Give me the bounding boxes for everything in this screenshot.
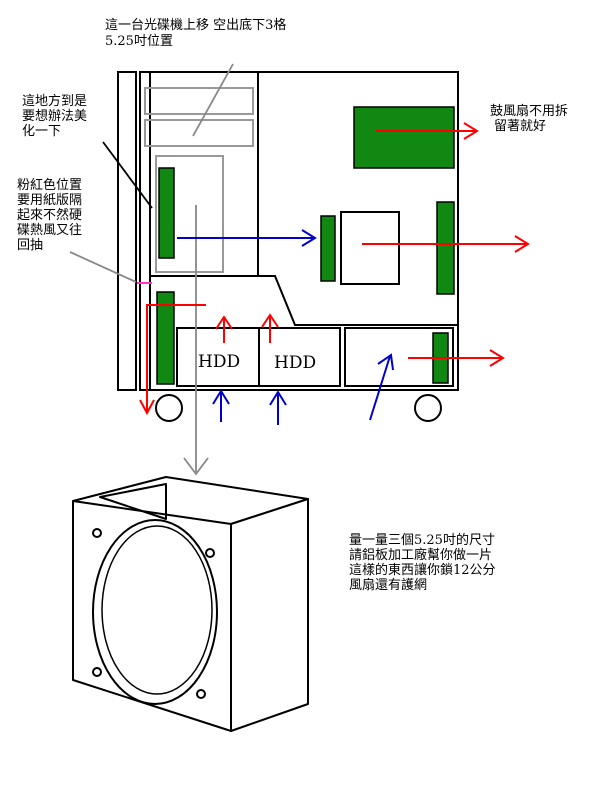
bracket-fan-hole-inner — [101, 525, 213, 695]
red-arrow-hdd-right-up — [261, 313, 279, 343]
note-bottom-right: 量一量三個5.25吋的尺寸 請鋁板加工廠幫你做一片 這樣的東西讓你鎖12公分 風… — [349, 533, 496, 593]
blue-arrow-intake-bottom-bay — [369, 353, 394, 421]
note-right-top-line: 鼓風扇不用拆 — [490, 104, 569, 119]
motherboard-tray-edge — [257, 72, 458, 326]
bracket-fan-hole-outer — [92, 519, 218, 705]
green-components — [156, 106, 455, 385]
note-bottom-right-line: 這樣的東西讓你鎖12公分 — [349, 563, 496, 578]
bracket-screw-hole-top-right — [205, 548, 215, 558]
red-arrow-bottom-out — [408, 349, 505, 367]
pointer-down-arrowhead — [183, 457, 209, 476]
red-arrow-cpu-out — [362, 235, 530, 253]
relocated-optical-drive — [155, 155, 224, 273]
bracket-right-flange — [230, 498, 309, 732]
note-left-mid-line: 碟熱風又往 — [17, 223, 83, 238]
note-left-mid: 粉紅色位置 要用紙版隔 起來不然硬 碟熱風又往 回抽 — [17, 178, 82, 253]
drive-bay-1 — [144, 87, 254, 115]
red-arrow-blower-out — [376, 122, 479, 140]
rear-exhaust-fan — [436, 201, 455, 295]
front-lower-fan — [156, 291, 175, 385]
bracket-screw-hole-top-left — [92, 528, 102, 538]
pointer-lines — [69, 63, 234, 476]
drive-bay-2 — [144, 119, 254, 147]
note-left-top: 這地方到是 要想辦法美 化一下 — [22, 94, 87, 139]
note-left-top-line: 這地方到是 — [22, 94, 88, 109]
note-bottom-right-line: 量一量三個5.25吋的尺寸 — [349, 533, 495, 548]
note-bottom-right-line: 風扇還有護網 — [349, 578, 428, 593]
red-arrow-hdd-left-up — [215, 315, 233, 343]
wheel-left — [155, 394, 183, 422]
airflow-blue-arrows — [177, 229, 394, 425]
blue-arrow-intake-right — [269, 390, 287, 425]
pointer-left-mid-note — [69, 251, 137, 283]
wheel-right — [414, 394, 442, 422]
note-top-line1: 這一台光碟機上移 空出底下3格 — [105, 18, 287, 33]
pointer-top-note — [192, 63, 234, 137]
note-left-top-line: 要想辦法美 — [22, 109, 88, 124]
hdd-label-right: HDD — [274, 353, 316, 373]
hdd-label-left: HDD — [198, 352, 240, 372]
pointer-left-top-note — [102, 141, 153, 209]
blower-fan — [353, 106, 455, 169]
blue-arrow-drive-to-cpu — [177, 229, 317, 247]
bracket-front-plate — [72, 500, 232, 732]
note-bottom-right-line: 請鋁板加工廠幫你做一片 — [349, 548, 493, 563]
note-left-top-line: 化一下 — [22, 124, 62, 139]
cpu-fan — [320, 215, 336, 282]
optical-drive-bays — [144, 87, 254, 273]
note-right-top: 鼓風扇不用拆 留著就好 — [490, 104, 568, 134]
airflow-red-arrows — [139, 122, 530, 416]
note-top-line2: 5.25吋位置 — [105, 34, 173, 49]
note-left-mid-line: 粉紅色位置 — [17, 178, 83, 193]
bracket-screw-hole-bottom-left — [92, 667, 102, 677]
case — [117, 71, 459, 391]
note-right-top-line: 留著就好 — [494, 119, 547, 134]
blue-arrow-intake-left — [212, 389, 230, 422]
fan-mount-bracket-sketch — [72, 476, 309, 732]
note-left-mid-line: 回抽 — [17, 238, 44, 253]
cpu-cooler-block — [340, 211, 400, 285]
note-left-mid-line: 要用紙版隔 — [17, 193, 83, 208]
case-wheels — [155, 394, 442, 422]
bracket-screw-hole-bottom-right — [196, 689, 206, 699]
case-outer-frame — [139, 71, 459, 391]
note-left-mid-line: 起來不然硬 — [17, 208, 83, 223]
bracket-top-inner — [99, 483, 167, 520]
red-arrow-front-down — [139, 304, 206, 416]
case-side-panel — [117, 71, 137, 391]
front-upper-fan — [158, 167, 175, 259]
